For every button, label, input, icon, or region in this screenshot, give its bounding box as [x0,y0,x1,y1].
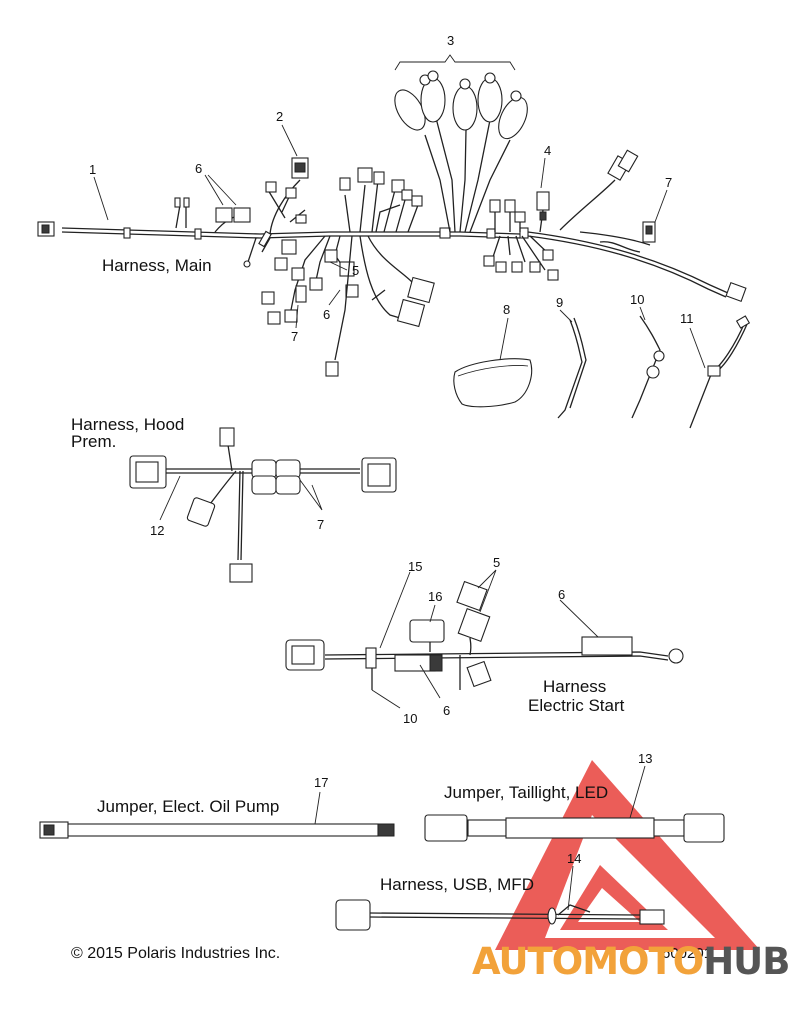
callout-6-start-bottom: 6 [443,703,451,718]
part-number: 600201 [662,945,713,962]
callout-7-hood: 7 [317,517,325,532]
jumper-taillight-drawing [424,813,725,843]
callout-9: 9 [556,295,564,310]
caption-electric-start-line2: Electric Start [528,696,625,715]
callout-15: 15 [408,559,423,574]
callout-5-main: 5 [352,263,360,278]
caption-electric-start-line1: Harness [543,677,607,696]
harness-hood-drawing [129,427,397,583]
caption-jumper-oil-pump: Jumper, Elect. Oil Pump [97,797,280,816]
callout-2: 2 [276,109,284,124]
callout-3: 3 [447,33,455,48]
callout-11: 11 [680,311,694,326]
caption-harness-hood-line1: Harness, Hood [71,415,185,434]
callout-16: 16 [428,589,443,604]
callout-6-start-right: 6 [558,587,566,602]
jumper-oil-pump-drawing [39,821,395,839]
watermark-text: AUTOMOTOHUB [472,940,790,983]
copyright-text: © 2015 Polaris Industries Inc. [71,945,281,962]
harness-usb-drawing [335,899,665,931]
accessory-parts [453,315,751,429]
callout-1: 1 [89,162,97,177]
callout-10-main: 10 [630,292,645,307]
callout-7-main-right: 7 [665,175,673,190]
caption-harness-main: Harness, Main [102,256,212,275]
callout-7-main-bottom: 7 [291,329,299,344]
callout-4: 4 [544,143,552,158]
callout-5-start: 5 [493,555,501,570]
harness-electric-start-drawing [285,580,684,690]
leader-lines [93,124,706,911]
callout-8: 8 [503,302,511,317]
callout-6-main-top: 6 [195,161,203,176]
callout-6-main-bottom: 6 [323,307,331,322]
harness-main-drawing [37,54,747,377]
caption-harness-hood-line2: Prem. [71,432,117,451]
callout-13: 13 [638,751,653,766]
callout-12: 12 [150,523,165,538]
caption-jumper-taillight: Jumper, Taillight, LED [444,783,609,802]
callout-14: 14 [567,851,582,866]
caption-harness-usb: Harness, USB, MFD [380,875,534,894]
callout-17: 17 [314,775,329,790]
callout-10-start: 10 [403,711,418,726]
